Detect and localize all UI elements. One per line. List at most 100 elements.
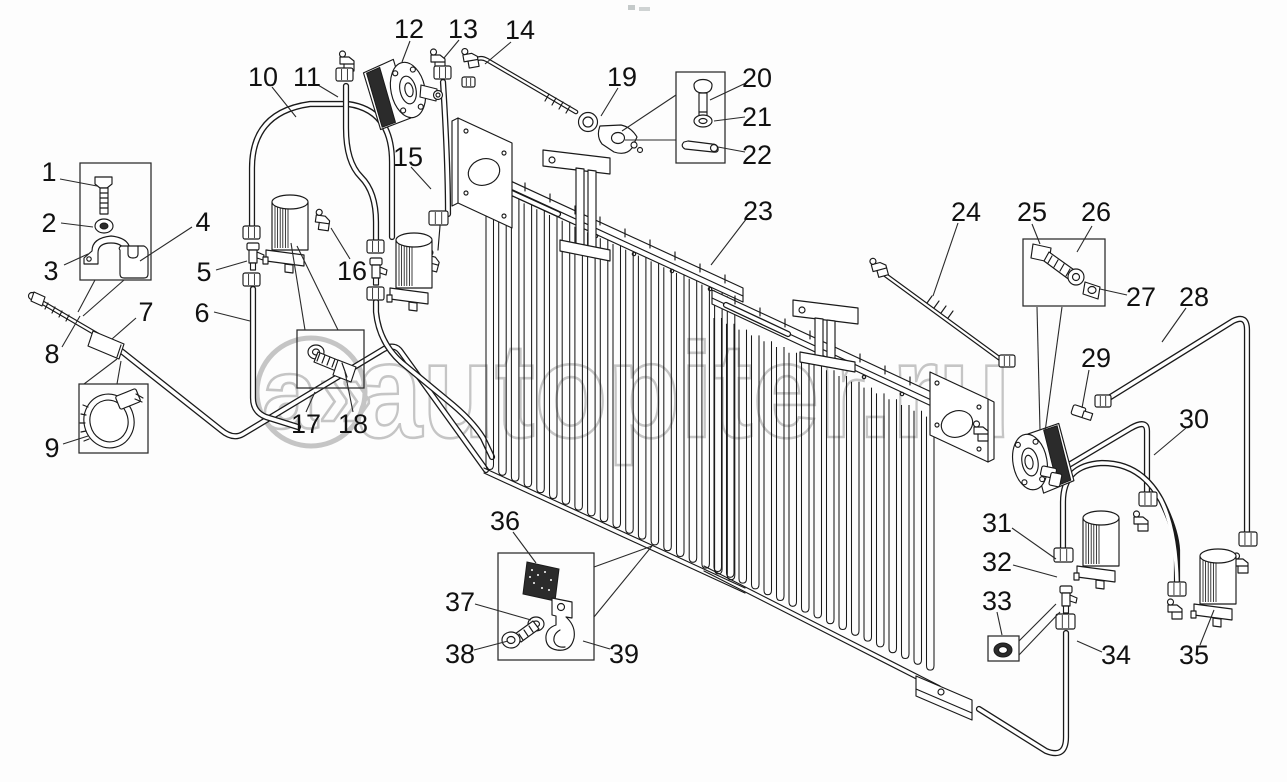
hose-nut (366, 239, 385, 254)
elbow-under-31 (1166, 598, 1183, 620)
nut-19 (577, 111, 599, 133)
callout-17: 17 (291, 409, 321, 439)
callout-1: 1 (41, 157, 56, 187)
leader-line (710, 217, 748, 266)
cotter-pin-22 (681, 140, 719, 153)
callout-32: 32 (982, 547, 1012, 577)
hose-nut (1167, 581, 1187, 597)
leader-line (215, 260, 248, 271)
leader-line (1153, 427, 1187, 456)
callout-6: 6 (194, 298, 209, 328)
hose-nut (366, 286, 385, 301)
valve-5 (246, 242, 265, 271)
leader-line (484, 41, 512, 65)
callout-10: 10 (248, 62, 278, 92)
callout-13: 13 (448, 14, 478, 44)
leader-line (717, 146, 746, 153)
detail-box (1022, 238, 1106, 307)
leader-line (63, 253, 89, 266)
callout-9: 9 (44, 433, 59, 463)
detail-box (675, 71, 726, 164)
watermark-logo-ring (254, 335, 368, 449)
callout-18: 18 (338, 409, 368, 439)
detail-box (296, 329, 365, 389)
callout-7: 7 (138, 297, 153, 327)
panel1-tubes (485, 186, 736, 581)
leader-line (62, 435, 89, 445)
nut-27 (1082, 281, 1101, 300)
hose-nut (998, 354, 1016, 368)
radiator-panel-1 (451, 117, 746, 594)
callout-36: 36 (490, 506, 520, 536)
leader-line (1012, 564, 1058, 578)
leader-line (61, 315, 81, 348)
leader-line (600, 87, 619, 117)
leader-line (401, 40, 411, 63)
leader-line (1161, 307, 1187, 343)
hose-30 (1058, 421, 1151, 497)
callout-29: 29 (1081, 343, 1111, 373)
leader-line (1018, 611, 1061, 656)
leader-line (290, 242, 306, 331)
leader-line (473, 640, 509, 651)
leader-line (77, 279, 96, 313)
leader-line (621, 94, 677, 132)
pipe-24-threads (926, 295, 954, 319)
callout-5: 5 (196, 257, 211, 287)
detail-box (497, 552, 595, 661)
callout-22: 22 (742, 140, 772, 170)
hose-nut (1055, 613, 1076, 630)
leader-line (1099, 288, 1128, 296)
cushion-4 (118, 245, 149, 279)
detail-box (987, 635, 1020, 662)
leader-line (1076, 640, 1103, 653)
pin-bolt-20 (693, 78, 713, 117)
detail-box (79, 162, 152, 281)
sleeve-7 (87, 330, 125, 360)
callout-28: 28 (1179, 282, 1209, 312)
hose-nut (1238, 531, 1258, 547)
hose-nut (242, 272, 261, 287)
hose-nut (335, 67, 354, 82)
callout-19: 19 (607, 62, 637, 92)
clevis-fitting (597, 124, 644, 154)
bolt-1 (94, 176, 113, 189)
leader-line (932, 222, 959, 297)
leader-line (296, 245, 339, 331)
panel2-tubes (713, 318, 935, 671)
callout-23: 23 (743, 196, 773, 226)
callout-15: 15 (393, 142, 423, 172)
callout-26: 26 (1081, 197, 1111, 227)
detail-parts (79, 78, 1101, 658)
callout-21: 21 (742, 102, 772, 132)
panel2-bottom-edge (703, 565, 941, 692)
valve-on-hose-11 (369, 257, 388, 286)
leader-line (330, 227, 351, 260)
radiator-panel-2 (703, 289, 995, 721)
panel1-mount-plate (451, 117, 513, 229)
leader-line (582, 640, 611, 650)
leader-line (1018, 603, 1057, 642)
leader-line (59, 178, 98, 187)
detail-box (78, 383, 149, 454)
detail-boxes (78, 71, 1106, 662)
callout-39: 39 (609, 639, 639, 669)
hose-nut (433, 65, 452, 80)
leader-line (1036, 306, 1041, 431)
callout-37: 37 (445, 587, 475, 617)
callout-8: 8 (44, 339, 59, 369)
callout-25: 25 (1017, 197, 1047, 227)
fittings (27, 46, 1258, 630)
hose-nut (461, 76, 476, 88)
leader-line (1011, 527, 1057, 560)
hose-nut (242, 225, 261, 240)
elbow-16-icon (313, 208, 332, 232)
leader-line (111, 317, 137, 340)
callout-27: 27 (1126, 282, 1156, 312)
callout-12: 12 (394, 14, 424, 44)
leader-line (213, 311, 251, 322)
callout-34: 34 (1101, 640, 1131, 670)
leader-line (116, 360, 122, 385)
